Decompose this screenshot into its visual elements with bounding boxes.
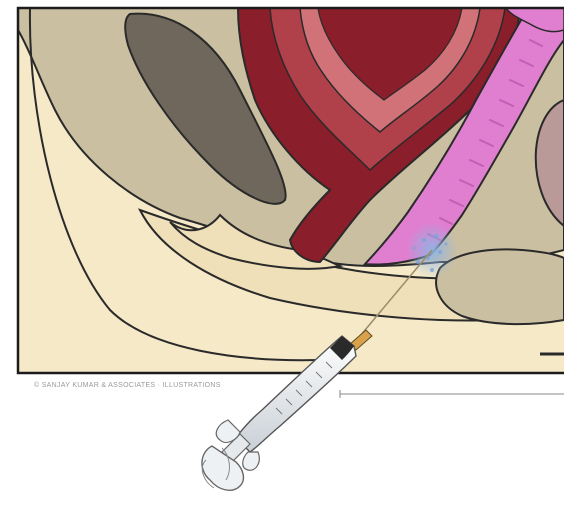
figure-caption: © SANJAY KUMAR & ASSOCIATES · ILLUSTRATI…	[34, 382, 221, 389]
